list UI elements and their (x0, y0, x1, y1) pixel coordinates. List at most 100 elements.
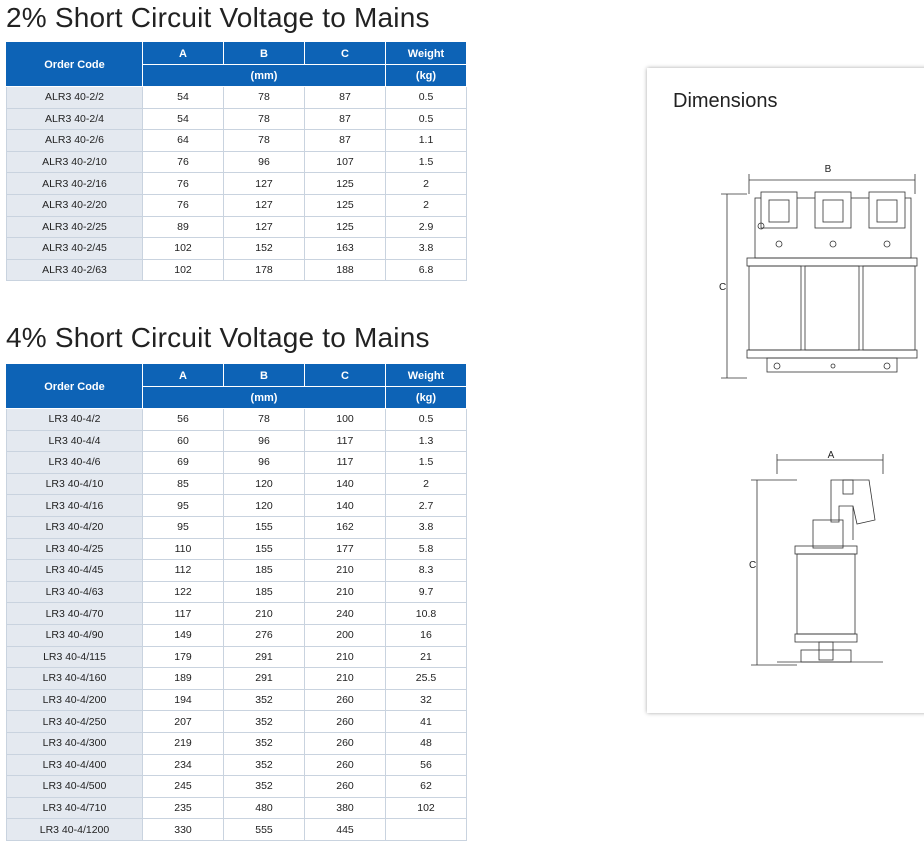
cell-b: 96 (223, 451, 305, 474)
header-c: C (304, 42, 386, 65)
cell-order-code: ALR3 40-2/4 (6, 107, 143, 131)
cell-c: 210 (304, 580, 386, 604)
header-unit-mm: (mm) (142, 64, 386, 87)
cell-a: 235 (142, 796, 224, 820)
header-order-code: Order Code (6, 364, 143, 409)
cell-c: 100 (304, 408, 386, 431)
cell-c: 163 (304, 237, 386, 260)
front-dim-b-label: B (825, 164, 832, 175)
cell-a: 102 (142, 258, 224, 282)
cell-order-code: LR3 40-4/250 (6, 710, 143, 733)
cell-b: 120 (223, 472, 305, 496)
header-a: A (142, 364, 224, 387)
cell-c: 117 (304, 429, 386, 453)
cell-weight: 21 (385, 645, 467, 669)
cell-order-code: LR3 40-4/63 (6, 580, 143, 604)
cell-order-code: ALR3 40-2/25 (6, 215, 143, 239)
cell-weight: 2 (385, 193, 467, 217)
cell-b: 352 (223, 753, 305, 777)
cell-a: 60 (142, 429, 224, 453)
cell-weight: 41 (385, 710, 467, 733)
cell-c: 87 (304, 129, 386, 152)
cell-c: 210 (304, 559, 386, 582)
cell-order-code: LR3 40-4/90 (6, 623, 143, 647)
cell-c: 177 (304, 537, 386, 561)
cell-a: 95 (142, 494, 224, 517)
cell-order-code: ALR3 40-2/20 (6, 193, 143, 217)
section-title-4pct: 4% Short Circuit Voltage to Mains (6, 322, 430, 353)
cell-c: 200 (304, 623, 386, 647)
cell-b: 276 (223, 623, 305, 647)
spec-table-4pct: Order Code A B C Weight (mm) (kg) LR3 40… (6, 364, 467, 841)
cell-order-code: LR3 40-4/400 (6, 753, 143, 777)
cell-order-code: LR3 40-4/200 (6, 688, 143, 712)
cell-weight: 16 (385, 623, 467, 647)
cell-weight: 1.5 (385, 150, 467, 174)
cell-weight: 25.5 (385, 667, 467, 690)
cell-a: 110 (142, 537, 224, 561)
cell-c: 210 (304, 645, 386, 669)
cell-b: 185 (223, 559, 305, 582)
cell-weight: 1.3 (385, 429, 467, 453)
cell-order-code: LR3 40-4/300 (6, 731, 143, 755)
cell-c: 87 (304, 107, 386, 131)
header-weight: Weight (385, 42, 467, 65)
header-order-code: Order Code (6, 42, 143, 87)
cell-b: 178 (223, 258, 305, 282)
cell-weight: 1.5 (385, 451, 467, 474)
cell-b: 480 (223, 796, 305, 820)
cell-a: 330 (142, 818, 224, 841)
cell-b: 120 (223, 494, 305, 517)
cell-b: 352 (223, 775, 305, 798)
cell-order-code: LR3 40-4/16 (6, 494, 143, 517)
cell-a: 85 (142, 472, 224, 496)
cell-a: 112 (142, 559, 224, 582)
cell-a: 219 (142, 731, 224, 755)
cell-weight: 5.8 (385, 537, 467, 561)
side-dim-c-label: C (749, 560, 756, 571)
cell-a: 194 (142, 688, 224, 712)
cell-c: 260 (304, 710, 386, 733)
cell-c: 87 (304, 86, 386, 109)
cell-order-code: ALR3 40-2/6 (6, 129, 143, 152)
cell-b: 78 (223, 86, 305, 109)
header-weight: Weight (385, 364, 467, 387)
front-view-drawing: B C (719, 164, 918, 379)
cell-a: 56 (142, 408, 224, 431)
header-unit-kg: (kg) (385, 386, 467, 409)
cell-b: 555 (223, 818, 305, 841)
cell-b: 78 (223, 129, 305, 152)
cell-c: 125 (304, 193, 386, 217)
cell-weight: 9.7 (385, 580, 467, 604)
cell-weight (385, 818, 467, 841)
cell-a: 76 (142, 150, 224, 174)
cell-order-code: ALR3 40-2/45 (6, 237, 143, 260)
cell-weight: 102 (385, 796, 467, 820)
dimensions-title: Dimensions (673, 90, 778, 112)
cell-order-code: LR3 40-4/2 (6, 408, 143, 431)
cell-a: 69 (142, 451, 224, 474)
cell-order-code: LR3 40-4/115 (6, 645, 143, 669)
cell-weight: 3.8 (385, 237, 467, 260)
header-c: C (304, 364, 386, 387)
cell-order-code: LR3 40-4/4 (6, 429, 143, 453)
cell-c: 445 (304, 818, 386, 841)
cell-weight: 32 (385, 688, 467, 712)
header-unit-kg: (kg) (385, 64, 467, 87)
